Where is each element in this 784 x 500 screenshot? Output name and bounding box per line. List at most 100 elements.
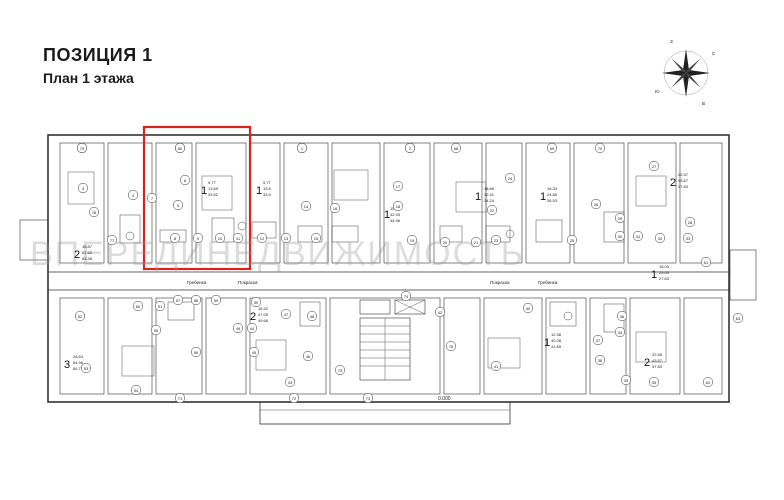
apt-stat: 40.08 bbox=[551, 338, 562, 343]
room-number-circle bbox=[434, 306, 446, 318]
apt-1: 1 9.77 13.69 33.52 bbox=[201, 180, 219, 197]
room-number: 51 bbox=[158, 304, 163, 309]
room-number-circle bbox=[232, 322, 244, 334]
room-number: 75 bbox=[338, 368, 343, 373]
room-number-circle bbox=[174, 392, 186, 404]
room-number-circle bbox=[250, 296, 262, 308]
room-number-circle bbox=[702, 376, 714, 388]
apt-stat: 47.83 bbox=[652, 364, 663, 369]
room-numbers: 6465666768697034567891011121314151617181… bbox=[74, 142, 744, 404]
room-number: 72 bbox=[292, 396, 297, 401]
room-number-circle bbox=[76, 142, 88, 154]
room-number-circle bbox=[232, 232, 244, 244]
apt-stat: 41.89 bbox=[551, 344, 562, 349]
room-number: 20 bbox=[443, 240, 448, 245]
room-number: 5 bbox=[177, 203, 180, 208]
apt-rooms: 2 bbox=[644, 357, 650, 369]
room-number-circle bbox=[127, 189, 139, 201]
room-number-circle bbox=[392, 200, 404, 212]
room-number: 44 bbox=[250, 326, 255, 331]
room-number-circle bbox=[445, 340, 457, 352]
room-number: 18 bbox=[396, 204, 401, 209]
room-number: 36 bbox=[620, 314, 625, 319]
room-number: 59 bbox=[214, 298, 219, 303]
room-number: 22 bbox=[490, 208, 495, 213]
compass-w: З bbox=[670, 39, 673, 44]
page-subtitle: План 1 этажа bbox=[43, 70, 134, 86]
room-number: 25 bbox=[570, 238, 575, 243]
room-number-circle bbox=[594, 354, 606, 366]
page-title: ПОЗИЦИЯ 1 bbox=[43, 45, 153, 65]
room-number-circle bbox=[620, 374, 632, 386]
apt-stat: 15.87 bbox=[82, 244, 93, 249]
room-number-circle bbox=[169, 232, 181, 244]
room-number: 45 bbox=[252, 350, 257, 355]
room-number-circle bbox=[154, 300, 166, 312]
room-number: 24 bbox=[508, 176, 513, 181]
apt-stat: 43.67 bbox=[678, 178, 689, 183]
room-number: 33 bbox=[686, 236, 691, 241]
room-number: 80 bbox=[178, 146, 183, 151]
room-number-circle bbox=[732, 312, 744, 324]
apt-2: 1 9.77 13.8 33.9 bbox=[256, 180, 272, 197]
apt-stat: 32.41 bbox=[484, 192, 495, 197]
room-number: 69 bbox=[550, 146, 555, 151]
apt-rooms: 2 bbox=[74, 249, 80, 261]
apt-stat: 66.77 bbox=[73, 366, 84, 371]
apt-stat: 34.24 bbox=[484, 198, 495, 203]
apt-5: 1 16.33 24.85 26.53 bbox=[540, 186, 558, 203]
room-number: 37 bbox=[596, 338, 601, 343]
apt-stat: 18.42 bbox=[258, 306, 269, 311]
room-number-circle bbox=[594, 142, 606, 154]
room-number: 46 bbox=[306, 354, 311, 359]
room-number: 73 bbox=[366, 396, 371, 401]
room-number: 43 bbox=[288, 380, 293, 385]
room-number-circle bbox=[546, 142, 558, 154]
room-number-circle bbox=[486, 204, 498, 216]
room-number: 3 bbox=[82, 186, 85, 191]
room-number: 15 bbox=[314, 236, 319, 241]
room-number: 26 bbox=[594, 202, 599, 207]
room-number: 13 bbox=[284, 236, 289, 241]
room-number: 31 bbox=[636, 234, 641, 239]
room-number-circle bbox=[106, 234, 118, 246]
room-number: 16 bbox=[333, 206, 338, 211]
room-number-circle bbox=[406, 234, 418, 246]
apt-4: 1 18.66 32.41 34.24 bbox=[475, 186, 495, 203]
room-number: 23 bbox=[494, 238, 499, 243]
room-number: 19 bbox=[410, 238, 415, 243]
compass-e: В bbox=[702, 101, 705, 106]
corridor-label-4: Гребенка bbox=[538, 280, 558, 285]
apt-stat: 47.83 bbox=[678, 184, 689, 189]
room-number: 62 bbox=[706, 380, 711, 385]
room-number-circle bbox=[132, 300, 144, 312]
room-number-circle bbox=[334, 364, 346, 376]
room-number-circle bbox=[404, 142, 416, 154]
room-number: 60 bbox=[136, 304, 141, 309]
room-number-circle bbox=[504, 172, 516, 184]
apt-stat: 16.33 bbox=[547, 186, 558, 191]
room-number: 57 bbox=[176, 298, 181, 303]
room-number: 53 bbox=[84, 366, 89, 371]
room-number-circle bbox=[284, 376, 296, 388]
room-number-circle bbox=[490, 234, 502, 246]
room-number: 52 bbox=[78, 314, 83, 319]
room-number: 38 bbox=[598, 358, 603, 363]
apt-stat: 9.77 bbox=[263, 180, 272, 185]
room-number: 50 bbox=[254, 300, 259, 305]
room-number: 71 bbox=[178, 396, 183, 401]
room-number-circle bbox=[146, 192, 158, 204]
room-number-circle bbox=[450, 142, 462, 154]
room-number-circle bbox=[616, 310, 628, 322]
room-number: 63 bbox=[736, 316, 741, 321]
apt-11: 1 12.38 40.08 41.89 bbox=[544, 332, 562, 349]
room-number-circle bbox=[329, 202, 341, 214]
room-number-circle bbox=[648, 376, 660, 388]
apt-stat: 13.69 bbox=[208, 186, 219, 191]
watermark: ВПЕРЕДИНЕДВИЖИМОСТЬ bbox=[30, 235, 525, 273]
room-number: 35 bbox=[652, 380, 657, 385]
room-number-circle bbox=[700, 256, 712, 268]
apt-rooms: 1 bbox=[544, 337, 550, 349]
apt-rooms: 1 bbox=[384, 209, 390, 221]
